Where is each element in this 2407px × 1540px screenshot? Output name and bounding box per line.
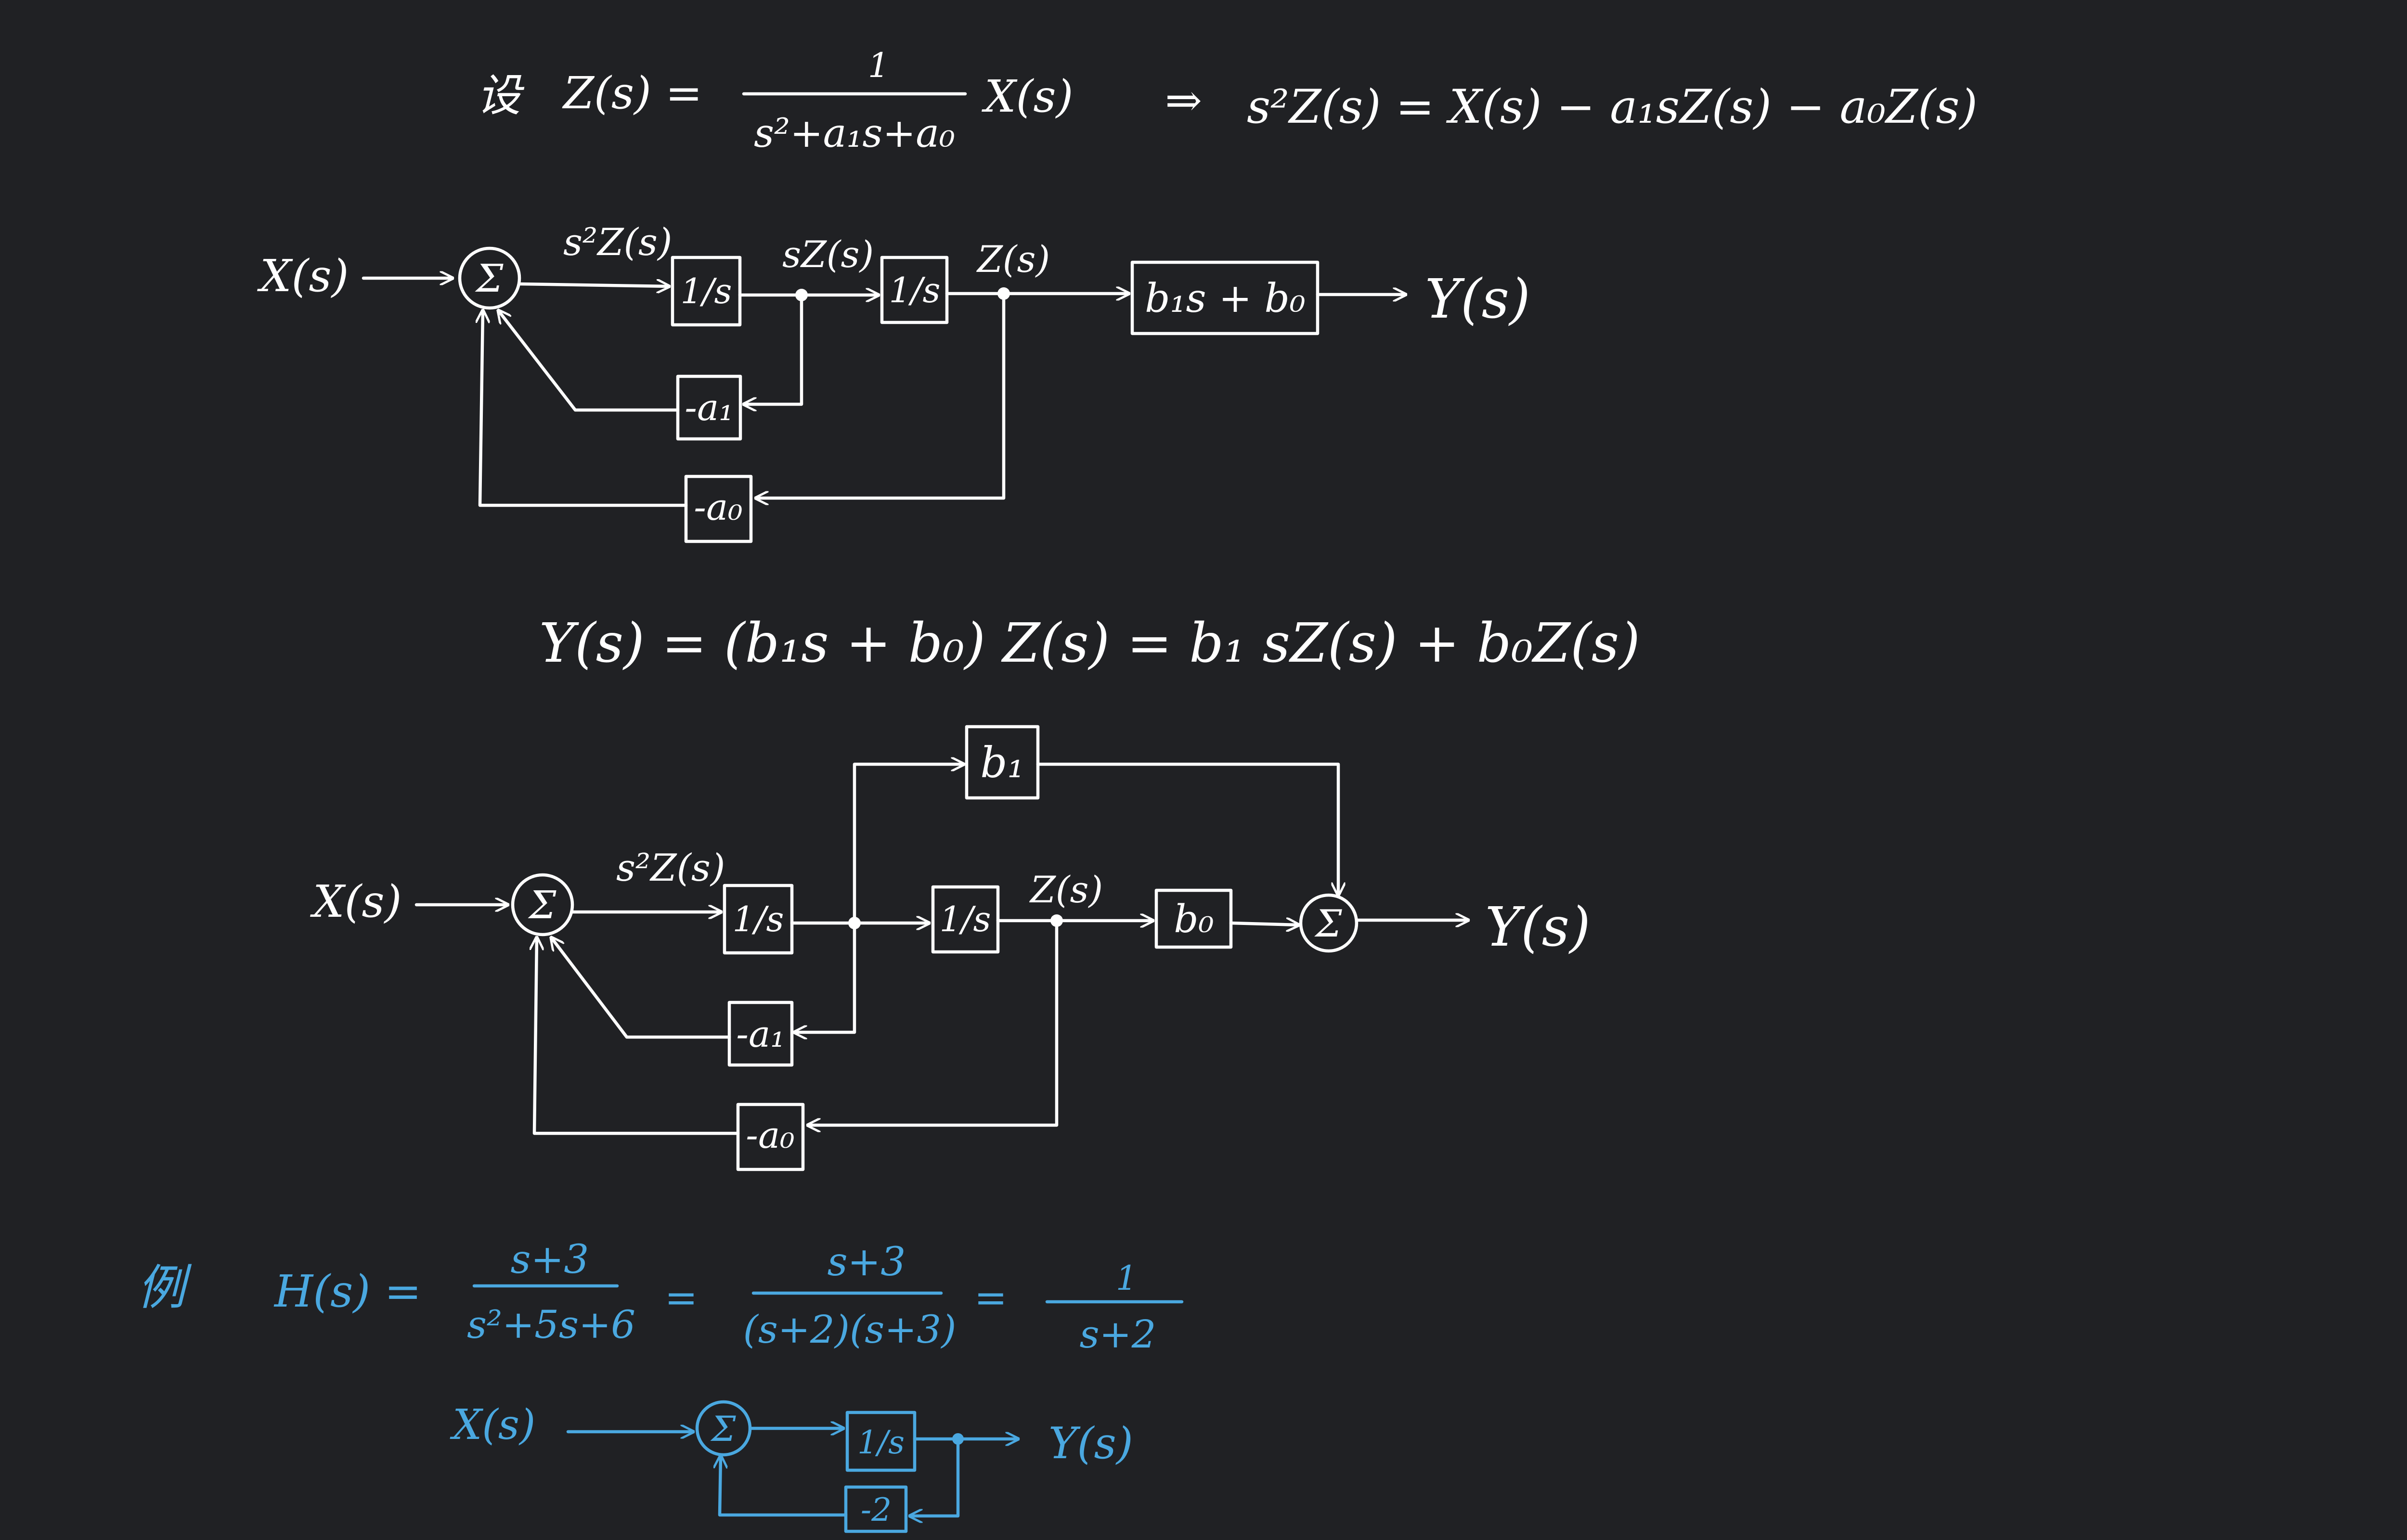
d1-integrator-2 — [880, 256, 949, 324]
d3-feedback-out — [720, 1454, 848, 1517]
d2-b0-label: b₀ — [1174, 897, 1214, 941]
d1-integrator-1-label: 1/s — [680, 271, 732, 311]
example-eq-b: = — [974, 1275, 1008, 1321]
d1-summer-symbol: Σ — [475, 256, 504, 301]
eq1-prefix: 设 — [477, 70, 525, 121]
d3-feedback-in — [908, 1437, 960, 1516]
d2-z-label: Z(s) — [1029, 868, 1103, 911]
d1-output-label: Y(s) — [1425, 268, 1530, 331]
d1-feedback-a0-label: -a₀ — [694, 486, 742, 528]
d2-feedback-a1-block — [727, 1001, 794, 1067]
d2-feedback-a0-out — [534, 936, 740, 1135]
example-den-2: (s+2)(s+3) — [743, 1307, 957, 1352]
d1-s2z-label: s²Z(s) — [563, 221, 672, 264]
d2-integrator-1 — [723, 884, 794, 955]
eq1-rhs: s²Z(s) = X(s) − a₁sZ(s) − a₀Z(s) — [1247, 80, 1978, 134]
eq1-lhs: Z(s) = — [562, 67, 702, 119]
block-diagram-1: X(s) Σ s²Z(s) 1/s sZ(s) 1/s Z(s) b₁s + b… — [257, 221, 1530, 543]
d2-s2z-label: s²Z(s) — [616, 847, 725, 890]
d2-summer — [511, 873, 574, 937]
example-den-1: s²+5s+6 — [467, 1302, 635, 1347]
d1-feedback-a1-in — [742, 293, 803, 404]
d1-input-label: X(s) — [257, 250, 349, 302]
d1-output-block-label: b₁s + b₀ — [1145, 276, 1306, 321]
d3-input-label: X(s) — [450, 1401, 535, 1449]
eq1-numerator: 1 — [868, 46, 890, 85]
equation-1: 设 Z(s) = 1 s²+a₁s+a₀ X(s) ⇒ s²Z(s) = X(s… — [477, 46, 1978, 156]
eq1-multiplier: X(s) — [982, 71, 1074, 122]
d3-output-label: Y(s) — [1048, 1418, 1133, 1469]
d1-integrator-2-label: 1/s — [889, 270, 940, 310]
example-num-3: 1 — [1116, 1258, 1138, 1298]
d3-feedback-label: -2 — [861, 1491, 892, 1528]
d3-integrator-label: 1/s — [857, 1424, 905, 1461]
d2-b0-out — [1229, 923, 1299, 925]
equation-2: Y(s) = (b₁s + b₀) Z(s) = b₁ sZ(s) + b₀Z(… — [539, 612, 1640, 675]
d2-output-label: Y(s) — [1485, 896, 1591, 959]
d1-feedback-a0-out — [480, 308, 688, 507]
d1-sz-label: sZ(s) — [782, 233, 874, 276]
block-diagram-2: X(s) Σ s²Z(s) 1/s b₁ 1/s Z(s) b₀ Σ Y(s) … — [310, 725, 1591, 1171]
eq1-denominator: s²+a₁s+a₀ — [754, 111, 955, 156]
d1-feedback-a0-in — [754, 292, 1006, 498]
d2-integrator-2-label: 1/s — [939, 899, 991, 939]
d2-b1-out — [1036, 762, 1338, 897]
d2-b1-in — [853, 764, 966, 925]
d1-output-block — [1130, 260, 1320, 335]
d2-summer-symbol: Σ — [528, 883, 556, 927]
d1-feedback-a0-block — [684, 475, 753, 543]
d1-feedback-a1-out — [498, 310, 680, 412]
d2-feedback-a0-in — [806, 919, 1059, 1125]
example-num-2: s+3 — [828, 1239, 906, 1285]
d2-b0-block — [1154, 888, 1233, 949]
d2-feedback-a0-block — [736, 1103, 805, 1171]
d2-feedback-a1-out — [551, 937, 731, 1039]
d3-integrator — [845, 1411, 917, 1472]
d1-feedback-a1-label: -a₁ — [685, 386, 733, 429]
example-h: H(s) = — [273, 1266, 422, 1317]
eq1-implies: ⇒ — [1165, 75, 1202, 126]
d2-output-summer-symbol: Σ — [1314, 902, 1342, 946]
example-num-1: s+3 — [511, 1237, 589, 1283]
d3-summer-symbol: Σ — [710, 1409, 737, 1449]
d2-feedback-a1-in — [792, 921, 856, 1032]
d3-feedback-block — [844, 1485, 908, 1533]
d2-integrator-1-label: 1/s — [732, 899, 784, 939]
example-label: 例 — [137, 1259, 192, 1316]
d2-output-summer — [1299, 893, 1359, 953]
d1-z-label: Z(s) — [976, 238, 1050, 281]
d2-input-label: X(s) — [310, 876, 402, 927]
d2-feedback-a1-label: -a₁ — [736, 1013, 785, 1055]
example-equation: 例 H(s) = s+3 s²+5s+6 = s+3 (s+2)(s+3) = … — [137, 1237, 1184, 1357]
d1-feedback-a1-block — [676, 374, 742, 441]
d2-b1-block — [965, 725, 1040, 800]
block-diagram-3: X(s) Σ 1/s Y(s) -2 — [450, 1400, 1133, 1533]
d1-summer — [458, 246, 521, 310]
example-eq-a: = — [665, 1275, 698, 1321]
d2-feedback-a0-label: -a₀ — [746, 1114, 794, 1156]
d1-s2z-arrow — [518, 284, 671, 286]
d2-b1-label: b₁ — [980, 738, 1024, 787]
d1-integrator-1 — [671, 256, 742, 327]
example-den-3: s+2 — [1080, 1312, 1156, 1357]
